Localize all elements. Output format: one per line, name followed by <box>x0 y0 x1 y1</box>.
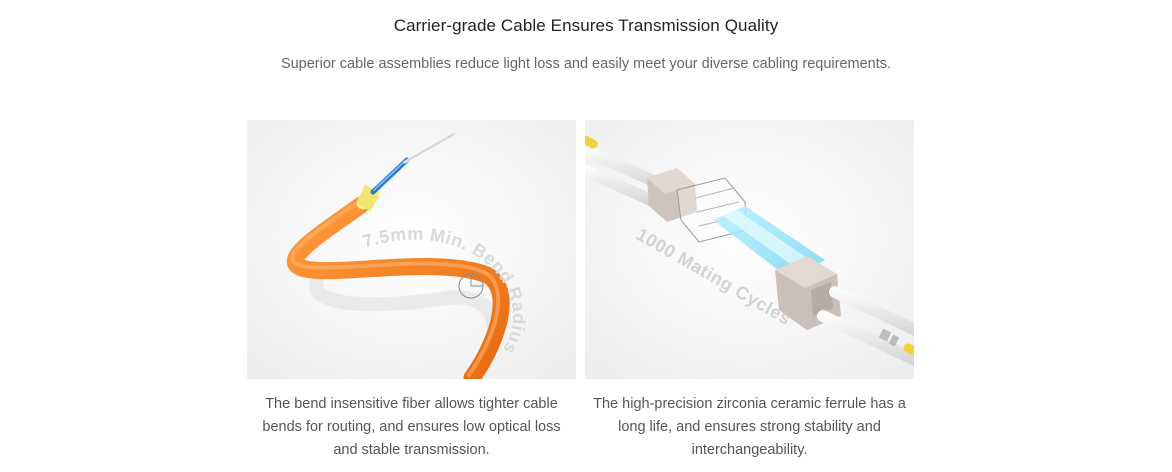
fiber-tip <box>356 132 456 212</box>
feature-card-mating-cycles: 1000 Mating Cycles The high-precision zi… <box>585 120 914 462</box>
mating-cycles-caption: The high-precision zirconia ceramic ferr… <box>593 396 906 458</box>
right-connector <box>775 256 841 330</box>
bend-radius-image: 7.5mm Min. Bend Radius <box>247 120 576 379</box>
radius-marker <box>458 273 484 299</box>
feature-card-bend-radius: 7.5mm Min. Bend Radius The bend insensit… <box>247 120 576 462</box>
mating-cycles-image: 1000 Mating Cycles <box>585 120 914 379</box>
section-title: Carrier-grade Cable Ensures Transmission… <box>393 16 779 35</box>
right-cables <box>817 286 914 366</box>
bend-radius-caption: The bend insensitive fiber allows tighte… <box>262 396 561 458</box>
section-subtitle: Superior cable assemblies reduce light l… <box>280 56 892 72</box>
